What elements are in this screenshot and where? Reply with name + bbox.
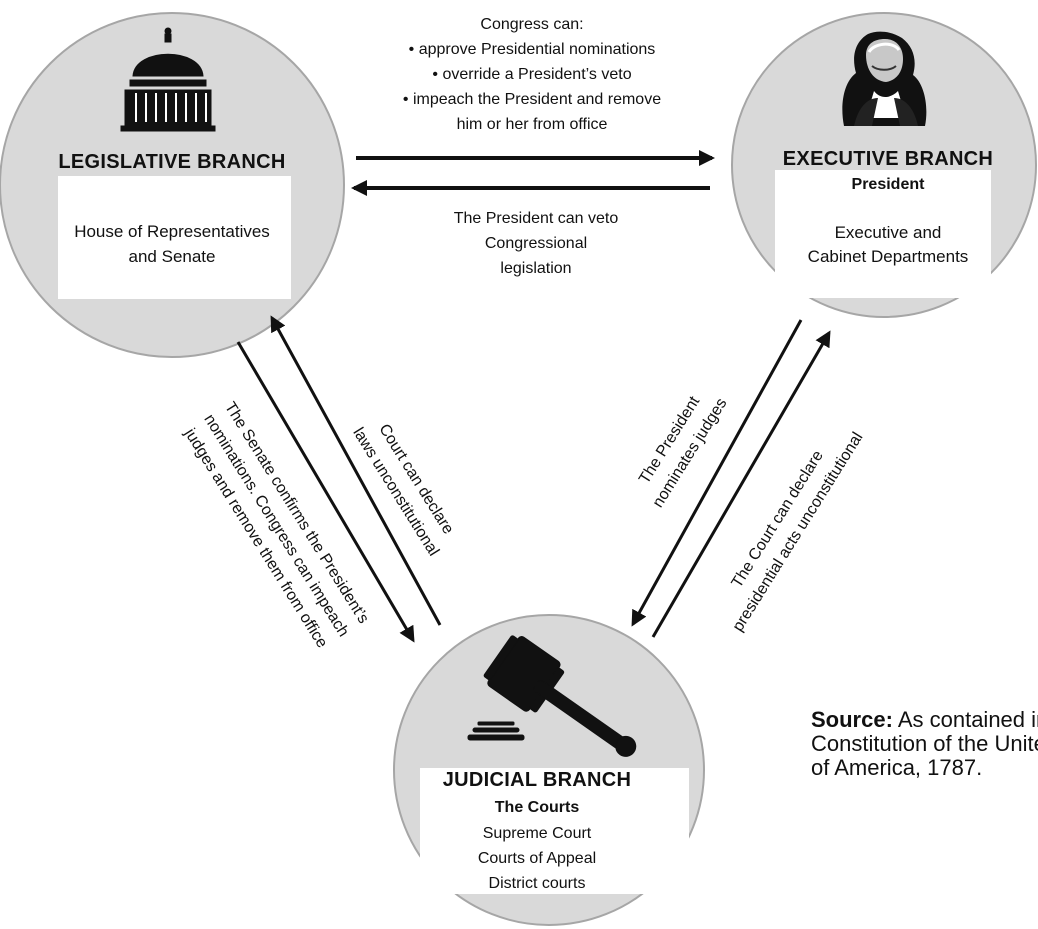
capitol-dome-icon [120,27,216,132]
source-label: Source: [811,708,893,732]
source-line-2: Constitution of the United States [811,731,1038,756]
source-note: Source: As contained in the Constitution… [811,708,1038,780]
executive-white-panel [775,170,991,298]
judicial-branch-subtitle: The Courts [495,799,580,816]
judicial-branch-line-2: Courts of Appeal [478,850,596,867]
courts-to-president-arrow [651,330,831,638]
judicial-branch-line-1: Supreme Court [483,825,592,842]
executive-branch-line-1: Executive and [835,223,942,242]
president-veto-line-3: legislation [500,260,571,277]
source-line-1-rest: As contained in the [897,708,1038,732]
left-outer-label-line-2: nominations. Congress can impeach [200,411,352,639]
source-line-1: Source: As contained in the [811,708,1038,732]
courts-to-congress-arrow [270,315,442,626]
legislative-branch-title: LEGISLATIVE BRANCH [58,151,285,173]
legislative-branch-line-1: House of Representatives [74,222,270,241]
executive-branch-subtitle: President [852,176,926,193]
congress-can-heading: Congress can: [480,16,583,33]
executive-branch-title: EXECUTIVE BRANCH [783,148,993,170]
congress-can-item-4: him or her from office [457,116,608,133]
gavel-icon [467,635,637,757]
executive-branch-line-2: Cabinet Departments [808,247,969,266]
president-veto-line-2: Congressional [485,235,587,252]
right-outer-label-line-2: presidential acts unconstitutional [730,429,867,634]
judicial-white-panel [420,768,689,894]
congress-to-courts-arrow [236,341,415,643]
president-veto-line-1: The President can veto [454,210,619,227]
congress-can-item-2: • override a President’s veto [432,66,631,83]
judicial-branch-line-3: District courts [489,875,586,892]
legislative-branch-line-2: and Senate [129,247,216,266]
legislative-white-panel [58,176,291,299]
president-to-courts-arrow [631,319,803,627]
congress-can-item-1: • approve Presidential nominations [409,41,656,58]
congress-text-panel [364,0,701,131]
judicial-branch-title: JUDICIAL BRANCH [443,769,632,791]
source-line-3: of America, 1787. [811,755,983,780]
president-portrait-icon [842,31,927,127]
congress-can-item-3: • impeach the President and remove [403,91,661,108]
